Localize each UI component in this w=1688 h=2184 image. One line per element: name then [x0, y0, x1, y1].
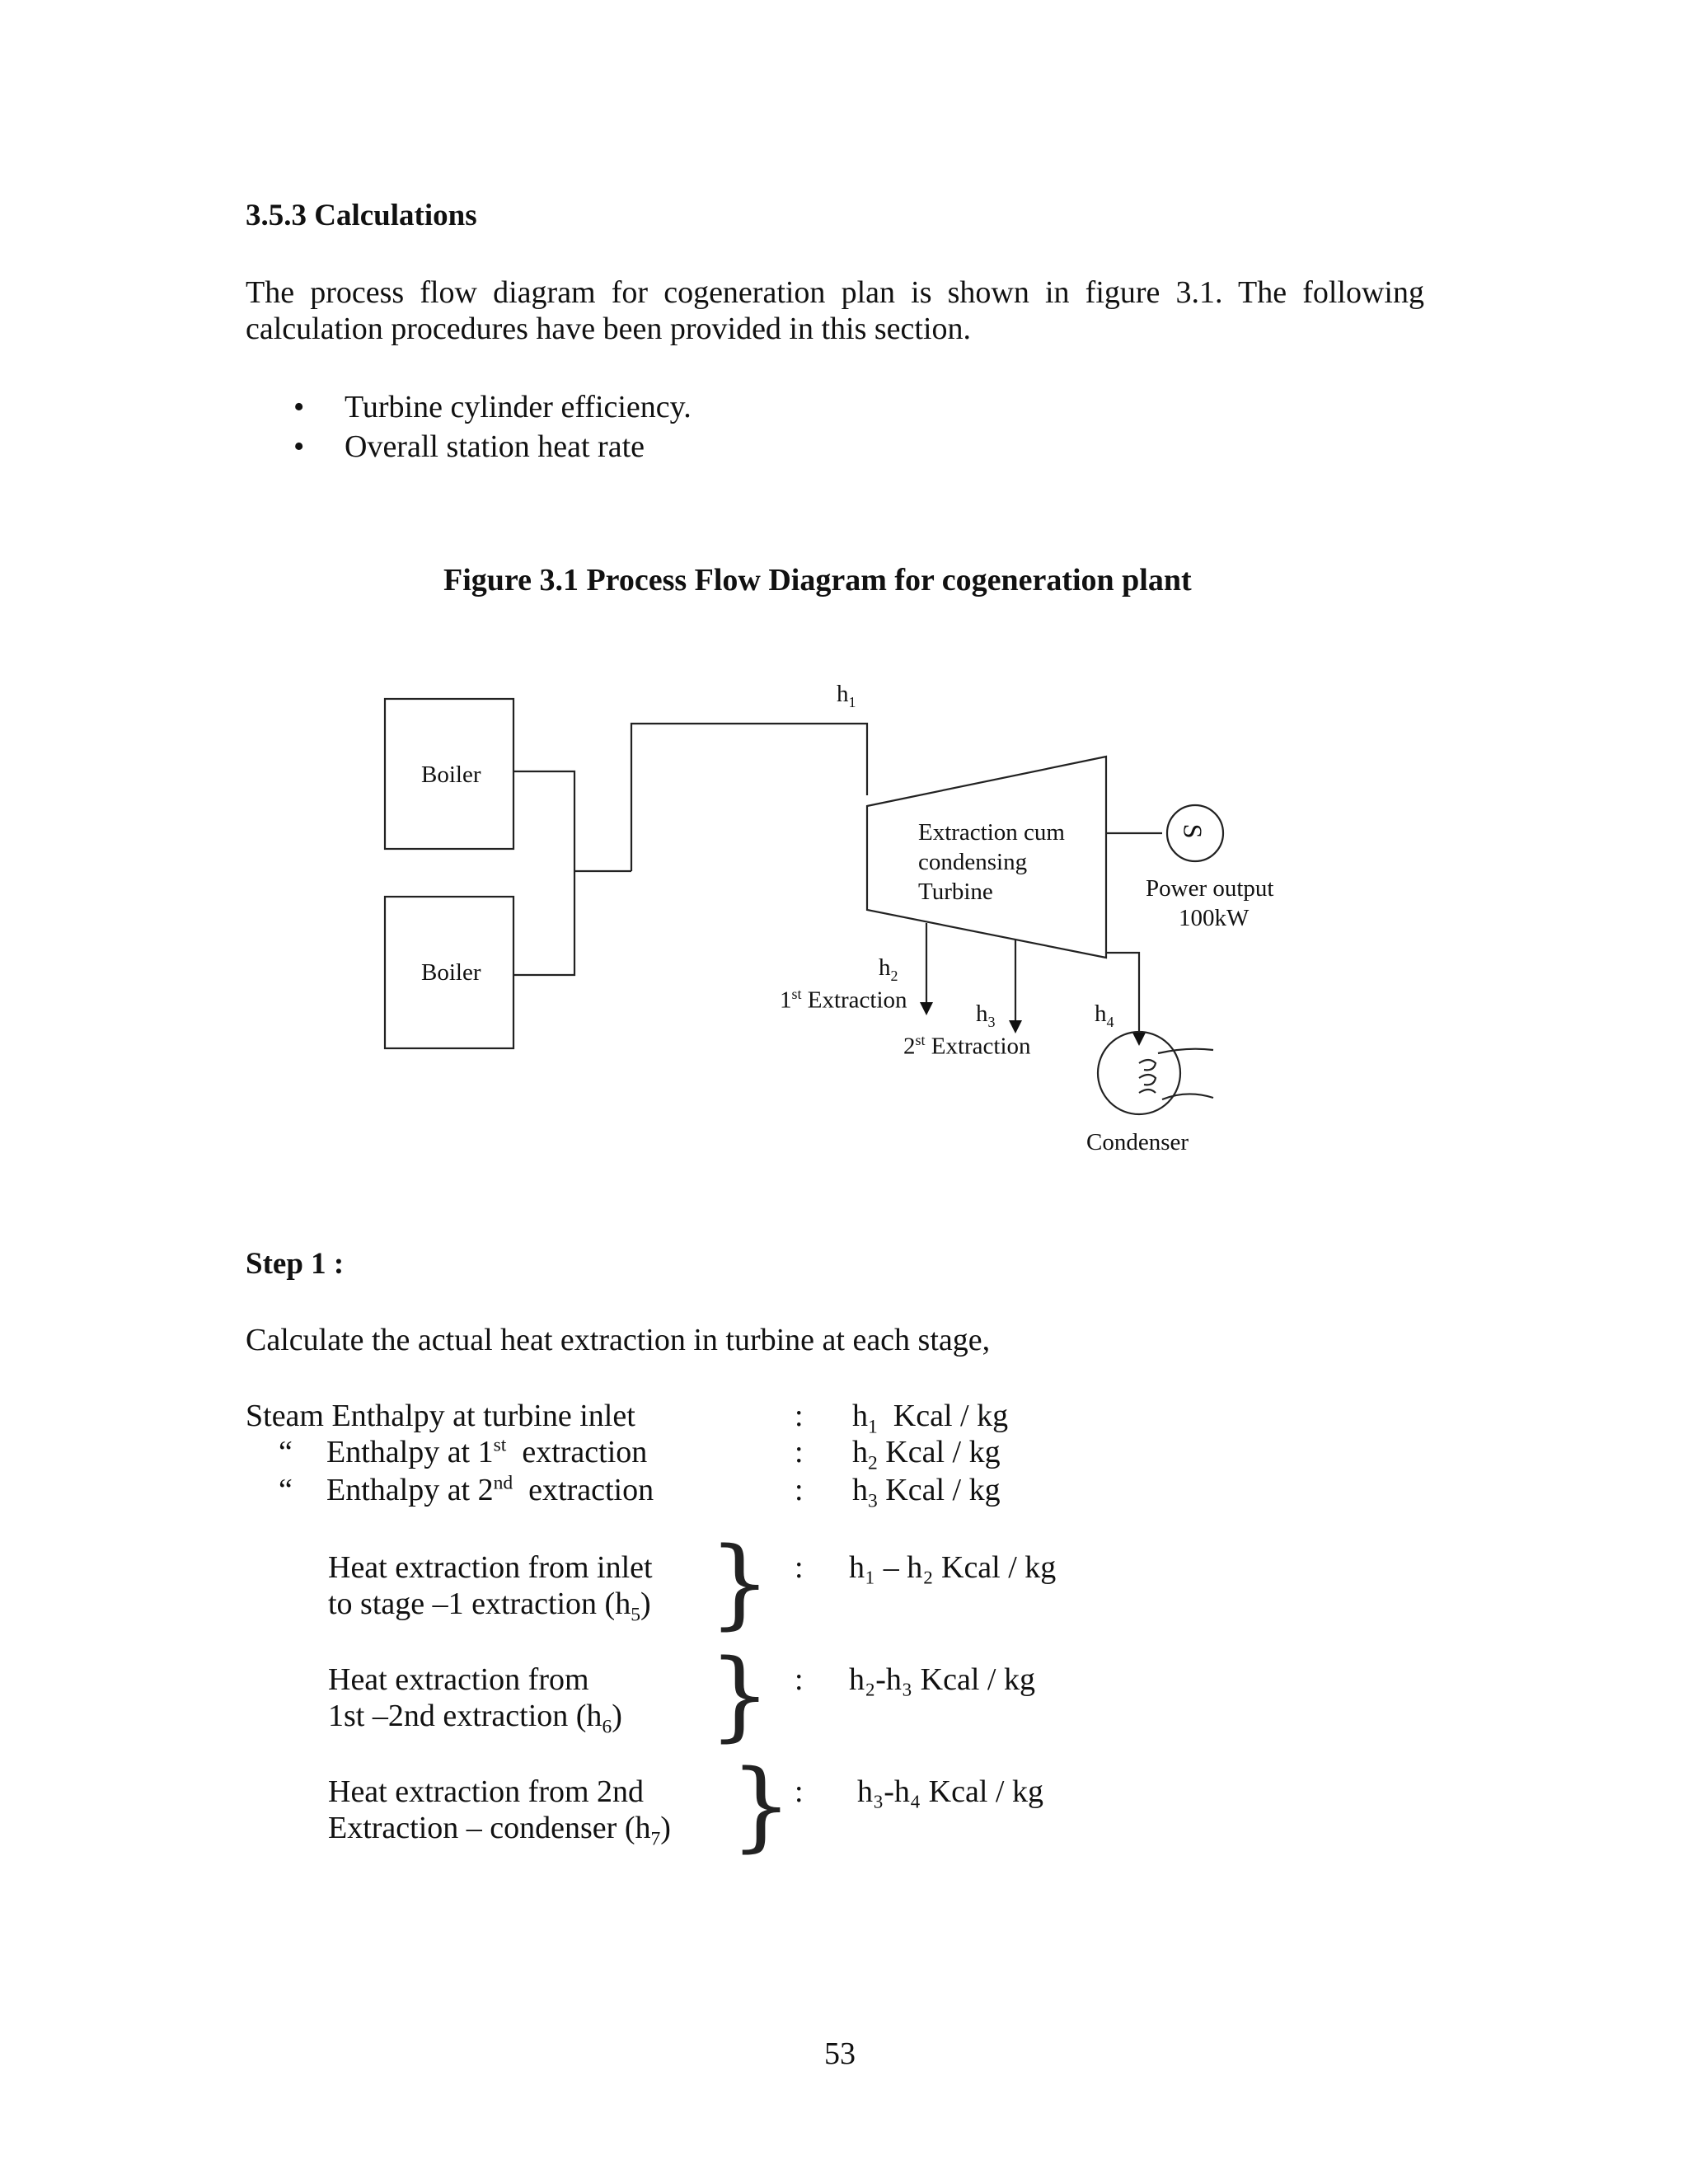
power-output-label: Power output: [1146, 875, 1274, 902]
enthalpy-row-3-colon: :: [795, 1473, 804, 1507]
heat-extraction-2-colon: :: [795, 1662, 804, 1697]
boiler-bottom-box: [383, 895, 515, 1050]
boiler-top-label: Boiler: [421, 762, 481, 788]
boiler-bottom-label: Boiler: [421, 959, 481, 986]
enthalpy-row-2-value: h2 Kcal / kg: [852, 1435, 1001, 1474]
enthalpy-row-2-colon: :: [795, 1435, 804, 1469]
intro-line-1: The process flow diagram for cogeneratio…: [246, 275, 1424, 310]
enthalpy-row-2-ditto: “: [279, 1435, 293, 1469]
condenser-label: Condenser: [1086, 1129, 1189, 1155]
generator-circle: [1165, 804, 1225, 863]
boiler-header-pipe: [513, 770, 576, 977]
heat-extraction-3-line2: Extraction – condenser (h7): [328, 1811, 671, 1850]
turbine-label-3: Turbine: [918, 879, 993, 905]
heat-extraction-3-value: h₃-h₄ Kcal / kg: [857, 1774, 1043, 1809]
bullet-1-text: Turbine cylinder efficiency.: [345, 390, 692, 424]
condenser-arrow-icon: [1132, 1033, 1146, 1046]
turbine-label-1: Extraction cum: [918, 819, 1065, 846]
extraction-2-label: 2st Extraction: [903, 1032, 1031, 1060]
enthalpy-row-1-label: Steam Enthalpy at turbine inlet: [246, 1399, 635, 1433]
h1-label: h1: [837, 681, 856, 710]
exhaust-pipe: [1106, 951, 1141, 1034]
enthalpy-row-1-colon: :: [795, 1399, 804, 1433]
brace-3-icon: }: [730, 1748, 793, 1862]
figure-title: Figure 3.1 Process Flow Diagram for coge…: [443, 563, 1192, 598]
heat-extraction-3-line1: Heat extraction from 2nd: [328, 1774, 645, 1809]
power-output-value: 100kW: [1179, 905, 1250, 931]
h4-label: h4: [1095, 1001, 1114, 1030]
turbine-label-2: condensing: [918, 849, 1028, 875]
extraction-1-arrow-icon: [920, 1002, 933, 1015]
heat-extraction-1-line2: to stage –1 extraction (h5): [328, 1586, 651, 1626]
main-steam-pipe: [630, 722, 869, 871]
generator-icon: S: [1178, 823, 1208, 839]
condenser-circle: [1096, 1030, 1182, 1116]
h3-label: h3: [976, 1001, 996, 1030]
condenser-coil: [1138, 1058, 1157, 1094]
extraction-2-arrow-icon: [1009, 1020, 1022, 1033]
boiler-top-box: [383, 697, 515, 851]
heat-extraction-1-line1: Heat extraction from inlet: [328, 1550, 653, 1585]
page-number: 53: [824, 2036, 856, 2071]
bullet-dot-icon: •: [293, 390, 305, 424]
section-heading: 3.5.3 Calculations: [246, 199, 477, 232]
step1-intro: Calculate the actual heat extraction in …: [246, 1323, 991, 1357]
extraction-1-label: 1st Extraction: [780, 986, 907, 1014]
step1-heading: Step 1 :: [246, 1247, 345, 1281]
heat-extraction-1-colon: :: [795, 1550, 804, 1585]
bullet-2: • Overall station heat rate: [293, 429, 645, 465]
intro-line-2: calculation procedures have been provide…: [246, 312, 972, 346]
bullet-2-text: Overall station heat rate: [345, 429, 645, 464]
enthalpy-row-3-ditto: “: [279, 1473, 293, 1507]
cooling-water-lines: [1157, 1047, 1214, 1101]
h2-label: h2: [879, 954, 898, 984]
heat-extraction-2-line2: 1st –2nd extraction (h6): [328, 1699, 622, 1738]
heat-extraction-2-value: h₂-h₃ Kcal / kg: [849, 1662, 1035, 1697]
turbine-body: [865, 755, 1108, 959]
brace-2-icon: }: [709, 1638, 771, 1751]
heat-extraction-2-line1: Heat extraction from: [328, 1662, 589, 1697]
enthalpy-row-2-label: Enthalpy at 1st extraction: [326, 1434, 648, 1469]
heat-extraction-1-value: h₁ – h₂ Kcal / kg: [849, 1550, 1057, 1585]
bullet-dot-icon: •: [293, 429, 305, 464]
bullet-1: • Turbine cylinder efficiency.: [293, 389, 692, 425]
brace-1-icon: }: [709, 1526, 771, 1639]
enthalpy-row-3-value: h3 Kcal / kg: [852, 1473, 1001, 1512]
enthalpy-row-3-label: Enthalpy at 2nd extraction: [326, 1472, 654, 1507]
enthalpy-row-1-value: h1 Kcal / kg: [852, 1399, 1009, 1438]
heat-extraction-3-colon: :: [795, 1774, 804, 1809]
